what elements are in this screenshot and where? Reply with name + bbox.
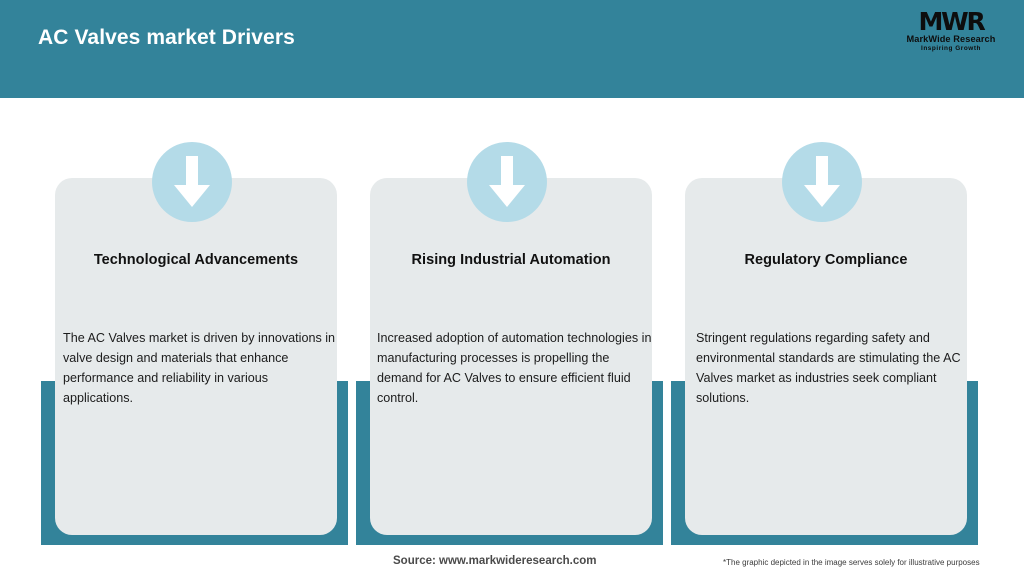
driver-card: Regulatory Compliance Stringent regulati… (671, 142, 978, 545)
arrow-down-icon (782, 142, 862, 222)
card-body-text: The AC Valves market is driven by innova… (63, 331, 336, 405)
brand-logo: MWR MarkWide Research Inspiring Growth (896, 8, 1006, 62)
logo-company-name: MarkWide Research (906, 34, 996, 44)
driver-card: Technological Advancements The AC Valves… (41, 142, 348, 545)
logo-tagline: Inspiring Growth (921, 45, 981, 52)
card-title: Technological Advancements (93, 252, 299, 268)
card-panel (685, 178, 967, 535)
header-bar: AC Valves market Drivers MWR MarkWide Re… (0, 0, 1024, 98)
card-panel (55, 178, 337, 535)
page-title: AC Valves market Drivers (38, 26, 295, 49)
card-panel (370, 178, 652, 535)
arrow-down-icon (152, 142, 232, 222)
source-label: Source: www.markwideresearch.com (393, 555, 597, 567)
card-body-text: Increased adoption of automation technol… (377, 331, 652, 405)
arrow-down-icon (467, 142, 547, 222)
card-title: Regulatory Compliance (744, 252, 908, 268)
driver-card: Rising Industrial Automation Increased a… (356, 142, 663, 545)
logo-monogram: MWR (918, 7, 985, 36)
card-body-text: Stringent regulations regarding safety a… (696, 331, 961, 405)
card-title: Rising Industrial Automation (411, 252, 611, 268)
disclaimer-label: *The graphic depicted in the image serve… (723, 558, 980, 567)
